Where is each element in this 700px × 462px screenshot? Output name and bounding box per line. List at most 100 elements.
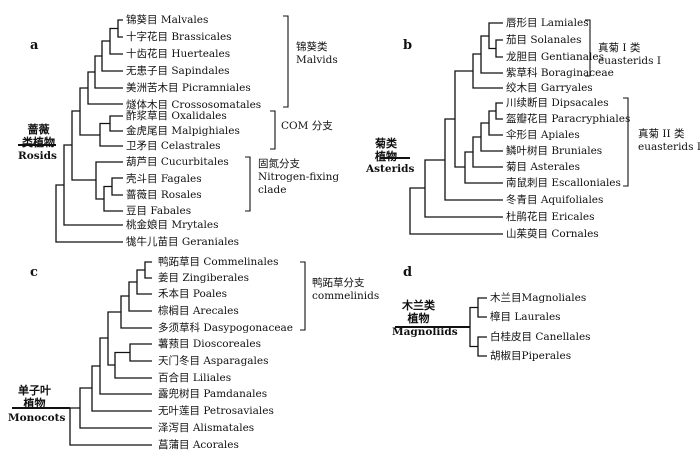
- branch-a-6: [109, 115, 123, 132]
- taxon-label: 蔷薇目 Rosales: [126, 189, 202, 201]
- taxon-label: 锦葵目 Malvales: [126, 14, 209, 26]
- branch-a-11: [95, 161, 123, 200]
- taxon-label: 露兜树目 Pamdanales: [158, 388, 268, 400]
- taxon-label: 川续断目 Dipsacales: [506, 97, 609, 109]
- branch-d-1: [477, 297, 487, 318]
- branch-a-4: [94, 55, 123, 89]
- branch-a-9: [111, 177, 123, 196]
- panel-letter-b: b: [403, 38, 413, 53]
- taxon-label: 盔瓣花目 Paracryphiales: [506, 113, 631, 125]
- branch-b-12: [424, 159, 503, 218]
- bracket-nitrogen-fixing: [245, 156, 251, 212]
- taxon-label: 牻牛儿苗目 Geraniales: [126, 236, 240, 248]
- taxon-label: 无患子目 Sapindales: [126, 65, 230, 77]
- root-label-monocots-cn: 单子叶植物: [18, 384, 51, 410]
- taxon-label: 泽泻目 Alismatales: [158, 422, 255, 434]
- taxon-label: 绞木目 Garryales: [506, 82, 593, 94]
- panel-letter-c: c: [30, 265, 38, 280]
- taxon-label: 葫芦目 Cucurbitales: [126, 156, 229, 168]
- taxon-label: 多须草科 Dasypogonaceae: [158, 322, 294, 334]
- branch-a-10: [103, 185, 123, 212]
- branch-a-3: [101, 40, 123, 72]
- taxon-label: 杜鹃花目 Ericales: [506, 211, 595, 223]
- branch-a-1: [117, 19, 123, 38]
- taxon-label: 禾本目 Poales: [158, 288, 228, 300]
- branch-a-13: [63, 144, 123, 226]
- taxon-label: 百合目 Liliales: [158, 372, 232, 384]
- taxon-label: 壳斗目 Fagales: [126, 173, 202, 185]
- taxon-label: 金虎尾目 Malpighiales: [126, 125, 240, 137]
- branch-b-5: [495, 102, 503, 120]
- branch-c-5: [129, 343, 152, 362]
- branch-b-7: [480, 122, 503, 152]
- taxon-label: 鸭跖草目 Commelinales: [158, 256, 279, 268]
- taxon-label: 紫草科 Boraginaceae: [506, 67, 614, 79]
- taxon-label: 燧体木目 Crossosomatales: [126, 99, 262, 111]
- taxon-label: 姜目 Zingiberales: [158, 272, 250, 284]
- branch-b-3: [480, 35, 503, 74]
- taxon-label: 伞形目 Apiales: [506, 129, 580, 141]
- root-label-magnoliids-cn: 木兰类植物: [402, 299, 435, 325]
- branch-b-8: [472, 136, 503, 168]
- panel-letter-a: a: [30, 38, 39, 53]
- bracket-euasterids-2: [623, 97, 629, 187]
- taxon-label: 木兰目Magnoliales: [490, 292, 587, 304]
- taxon-label: 茄目 Solanales: [506, 34, 582, 46]
- taxon-label: 白桂皮目 Canellales: [490, 331, 591, 343]
- branch-c-4: [120, 295, 152, 329]
- root-label-rosids-en: Rosids: [18, 150, 57, 162]
- root-label-magnoliids-en: Magnoliids: [392, 326, 458, 338]
- taxon-label: 菖蒲目 Acorales: [158, 439, 239, 451]
- root-label-monocots-en: Monocots: [8, 412, 66, 424]
- taxon-label: 南鼠刺目 Escalloniales: [506, 177, 621, 189]
- taxon-label: 山茱萸目 Cornales: [506, 228, 599, 240]
- branch-b-4: [472, 53, 503, 89]
- taxon-label: 胡椒目Piperales: [490, 350, 572, 362]
- branch-b-13: [409, 187, 503, 235]
- branch-c-11: [69, 407, 152, 446]
- root-label-asterids-en: Asterids: [366, 163, 415, 175]
- taxon-label: 冬青目 Aquifoliales: [506, 194, 604, 206]
- branch-a-12: [71, 110, 96, 181]
- root-label-rosids-cn: 蔷薇类植物: [22, 123, 55, 149]
- root-label-asterids-cn: 菊类植物: [375, 137, 397, 163]
- branch-a-14: [55, 184, 123, 243]
- taxon-label: 龙胆目 Gentianales: [506, 51, 605, 63]
- taxon-label: 菊目 Asterales: [506, 161, 580, 173]
- branch-c-9: [91, 365, 152, 412]
- branch-c-1: [144, 261, 152, 279]
- branch-c-3: [128, 281, 152, 312]
- taxon-label: 桃金娘目 Mrytales: [126, 219, 219, 231]
- bracket-commelinids: [300, 261, 306, 331]
- branch-a-2: [109, 27, 123, 55]
- bracket-euasterids-1: [585, 19, 591, 77]
- taxon-label: 十字花目 Brassicales: [126, 31, 232, 43]
- taxon-label: 酢浆草目 Oxalidales: [126, 110, 227, 122]
- group-label-com: COM 分支: [281, 120, 333, 132]
- taxon-label: 唇形目 Lamiales: [506, 17, 589, 29]
- taxon-label: 天门冬目 Asparagales: [158, 355, 269, 367]
- taxon-label: 美洲苦木目 Picramniales: [126, 82, 251, 94]
- taxon-label: 樟目 Laurales: [490, 311, 561, 323]
- panel-letter-d: d: [403, 265, 413, 280]
- bracket-malvids: [283, 15, 289, 108]
- taxon-label: 十齿花目 Huerteales: [126, 48, 231, 60]
- taxon-label: 棕榈目 Arecales: [158, 305, 239, 317]
- branch-b-1: [495, 39, 503, 58]
- taxon-label: 无叶莲目 Petrosaviales: [158, 405, 274, 417]
- branch-c-6: [114, 351, 152, 379]
- taxon-label: 鳞叶树目 Bruniales: [506, 145, 603, 157]
- branch-b-11: [444, 118, 503, 201]
- taxon-label: 豆目 Fabales: [126, 205, 192, 217]
- bracket-com: [270, 110, 276, 150]
- branch-a-8: [79, 87, 100, 136]
- branch-d-2: [477, 336, 487, 357]
- branch-a-7: [99, 122, 123, 147]
